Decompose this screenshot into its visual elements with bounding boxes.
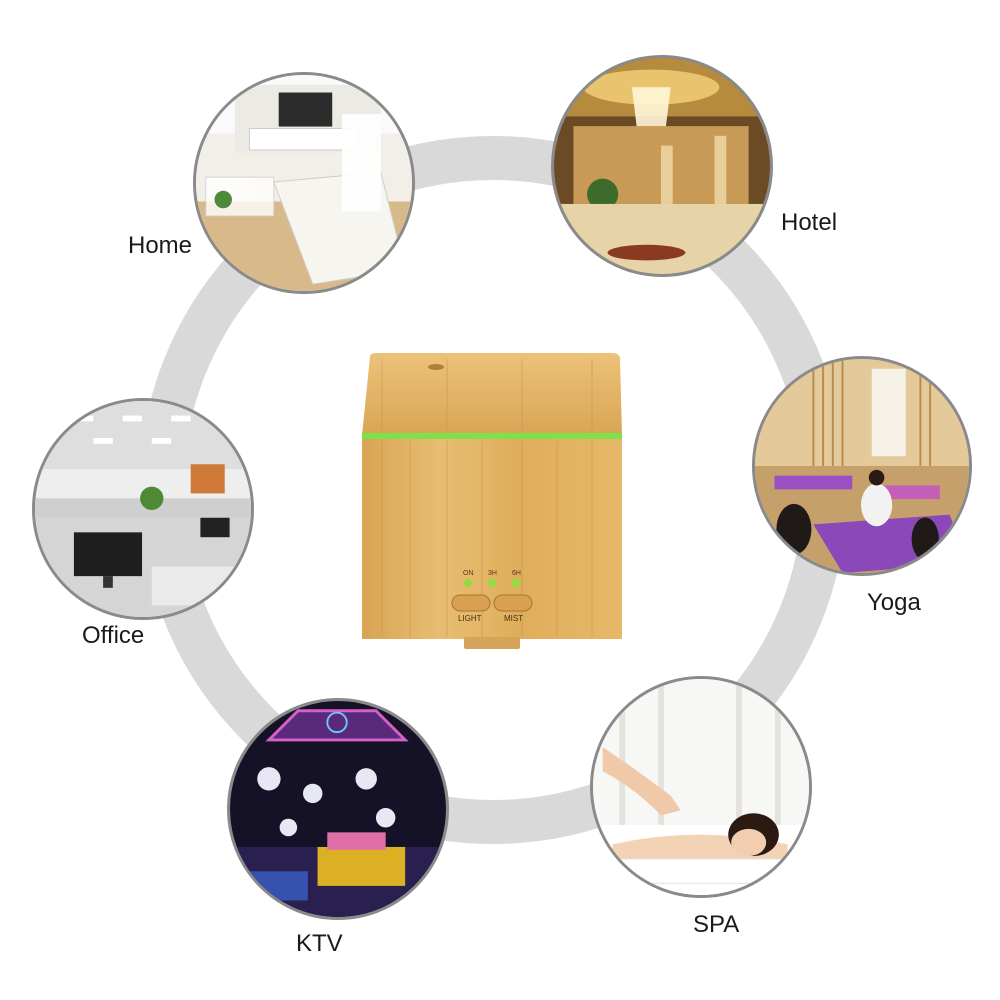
yoga-label: Yoga: [867, 589, 921, 616]
aroma-diffuser-product: ON 3H 6H LIGHT MIST: [362, 353, 622, 649]
mist-button-label: MIST: [504, 614, 523, 623]
indicator-led-6h: [512, 579, 520, 587]
home-scene-image: [193, 72, 415, 294]
office-scene-image: [32, 398, 254, 620]
indicator-led-3h: [488, 579, 496, 587]
hotel-scene-image: [551, 55, 773, 277]
indicator-led-on: [464, 579, 472, 587]
spa-scene-image: [590, 676, 812, 898]
indicator-label-6h: 6H: [512, 570, 521, 577]
ktv-label: KTV: [296, 930, 343, 957]
home-label: Home: [128, 232, 193, 259]
hotel-label: Hotel: [781, 209, 838, 236]
mist-button[interactable]: [493, 594, 533, 612]
ktv-scene-image: [227, 698, 449, 920]
light-button-label: LIGHT: [458, 614, 482, 623]
indicator-label-on: ON: [463, 570, 474, 577]
office-label: Office: [82, 622, 145, 649]
spa-label: SPA: [693, 911, 740, 938]
indicator-label-3h: 3H: [488, 570, 497, 577]
light-button[interactable]: [451, 594, 491, 612]
yoga-scene-image: [752, 356, 972, 576]
